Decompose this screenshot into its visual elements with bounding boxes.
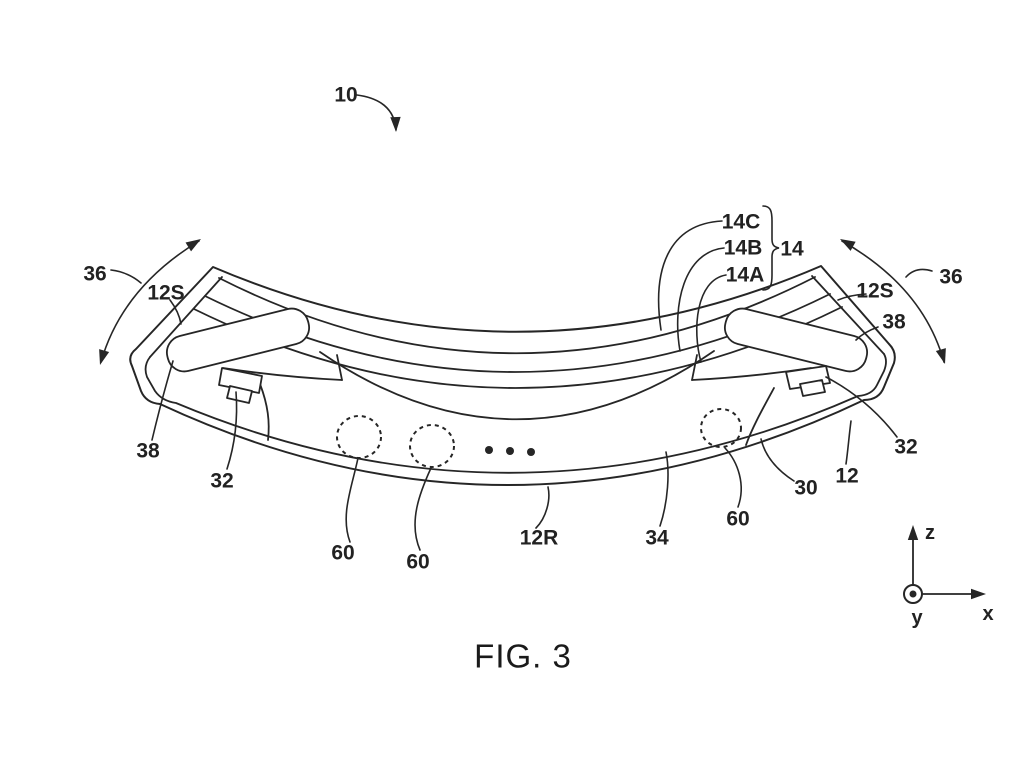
ref-label-30: 30	[794, 477, 817, 500]
ref-label-38-right: 38	[882, 311, 906, 334]
ref-label-10: 10	[334, 84, 357, 107]
leader-60-2	[414, 467, 432, 551]
axis-label-z: z	[925, 522, 935, 544]
ref-label-60-1: 60	[331, 542, 354, 565]
leader-12s-left	[169, 299, 182, 325]
segment-boundary-left	[336, 354, 343, 381]
leader-14b	[676, 247, 725, 352]
divider-line-left	[259, 383, 270, 441]
divider-line-right	[745, 387, 775, 446]
arrowhead-36-left-bottom	[99, 349, 110, 365]
figure-caption: FIG. 3	[474, 638, 572, 675]
ref-label-14b: 14B	[724, 237, 763, 260]
y-axis-dot	[909, 590, 917, 598]
arrowhead-36-left-top	[185, 239, 201, 252]
leader-36-right	[905, 268, 933, 278]
ref-label-14a: 14A	[726, 264, 765, 287]
x-axis-arrowhead	[971, 588, 986, 600]
leader-14c	[657, 220, 723, 331]
leader-36-left	[110, 269, 142, 284]
segment-boundary-right	[691, 354, 698, 381]
leader-38-right	[855, 326, 879, 341]
brace-14	[762, 205, 780, 291]
ellipsis-dot-1	[485, 446, 493, 454]
leader-30	[760, 438, 795, 482]
ref-label-60-2: 60	[406, 551, 429, 574]
end-face-inner-edge-right	[811, 275, 885, 355]
ref-label-12: 12	[835, 465, 858, 488]
ref-label-36-left: 36	[83, 263, 106, 286]
ref-label-60-3: 60	[726, 508, 749, 531]
ellipsis-dot-2	[506, 447, 514, 455]
leader-38-left	[151, 360, 174, 441]
bracket-32-right-tab	[799, 379, 826, 397]
leader-60-3	[724, 447, 742, 508]
arrowhead-36-right-top	[840, 239, 856, 251]
leaders-and-arrows	[99, 94, 946, 551]
dashed-port-60-2	[409, 424, 455, 468]
arrowhead-10	[390, 116, 401, 132]
coordinate-axes: z x y	[903, 522, 994, 629]
ref-label-14c: 14C	[722, 211, 761, 234]
axis-label-y: y	[911, 607, 923, 629]
ref-label-14: 14	[780, 238, 804, 261]
ref-label-12r: 12R	[520, 527, 559, 550]
leader-60-1	[345, 457, 359, 543]
end-face-inner-edge-left	[149, 276, 223, 358]
band-inner-bottom-edge	[144, 353, 887, 474]
leader-12r	[535, 486, 550, 529]
ref-label-12s-left: 12S	[147, 282, 184, 305]
dashed-port-60-1	[336, 415, 382, 459]
leader-32-right	[825, 376, 898, 438]
leader-10	[356, 94, 397, 131]
dashed-port-60-3	[700, 408, 742, 448]
leader-12s-right	[837, 293, 867, 301]
band-fold-line	[319, 350, 715, 421]
end-loop-right	[724, 307, 868, 373]
axis-label-x: x	[982, 603, 993, 625]
ref-label-34: 34	[645, 527, 669, 550]
leader-32-left	[226, 391, 238, 470]
leader-14a	[696, 274, 727, 363]
bend-arrow-36-left	[100, 240, 200, 363]
arrowhead-36-right-bottom	[935, 348, 946, 364]
z-axis-arrowhead	[907, 525, 919, 540]
reference-labels: 10 36 36 12S 12S 38 38 32 32 14C 14B 14A…	[83, 84, 962, 574]
ref-label-38-left: 38	[136, 440, 160, 463]
band-drawing	[129, 265, 896, 486]
ref-label-36-right: 36	[939, 266, 962, 289]
ellipsis-dot-3	[527, 448, 535, 456]
bracket-32-left-tab	[226, 385, 253, 404]
bend-arrow-36-right	[841, 240, 945, 363]
end-loop-left	[166, 307, 310, 373]
ref-label-32-right: 32	[894, 436, 917, 459]
leader-12	[845, 420, 852, 465]
ref-label-12s-right: 12S	[856, 280, 893, 303]
ref-label-32-left: 32	[210, 470, 233, 493]
leader-34	[659, 451, 669, 527]
